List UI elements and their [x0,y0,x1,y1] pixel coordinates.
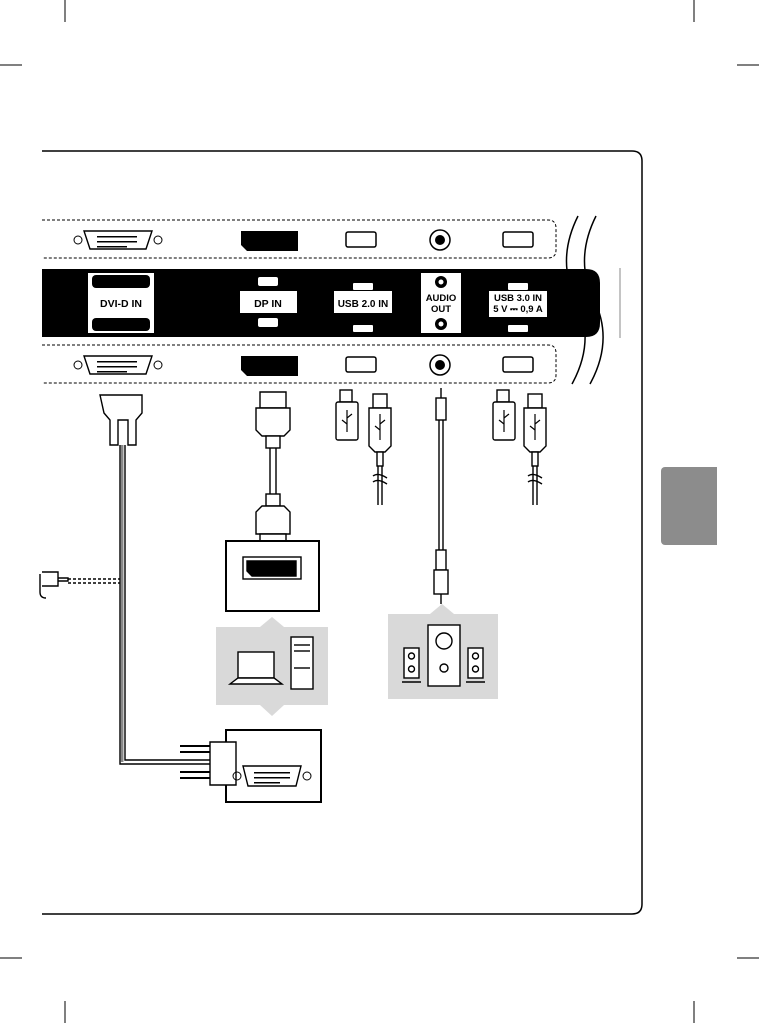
dvi-device [180,730,321,802]
audio-cable [434,388,448,604]
dvi-cable [40,395,210,764]
desktop-tower-icon [291,637,313,689]
port-label-panel: DVI-D IN DP IN USB 2.0 IN AUDIO OUT USB … [42,269,600,337]
usb3-port-icon [503,357,533,372]
audio-label-line2: OUT [431,304,451,315]
usb2-cable [336,390,391,505]
usb3-label-line1: USB 3.0 IN [494,293,542,304]
dvi-label: DVI-D IN [100,298,142,310]
audio-jack-icon [430,355,450,375]
top-port-strip [42,220,556,258]
speaker-device-box [388,604,498,699]
dvi-port-icon [74,231,162,249]
usb3-label-line2: 5 V ⎓ 0,9 A [493,304,543,315]
usb2-port-icon [346,232,376,247]
usb3-port-icon [503,232,533,247]
audio-jack-icon [430,230,450,250]
dp-label: DP IN [254,298,282,310]
laptop-icon [230,652,282,684]
usb2-port-icon [346,357,376,372]
pc-device-box [216,617,328,716]
audio-label-line1: AUDIO [426,293,457,304]
cable-break-icon [528,474,542,484]
bottom-port-strip [42,345,556,383]
dvi-port-icon [74,356,162,374]
cable-break-icon [373,474,387,484]
usb3-cable [493,390,546,505]
dp-port-icon [241,231,298,251]
usb2-label: USB 2.0 IN [338,299,389,310]
dp-cable [226,392,319,611]
content-frame [42,151,642,914]
dp-port-icon [241,356,298,376]
